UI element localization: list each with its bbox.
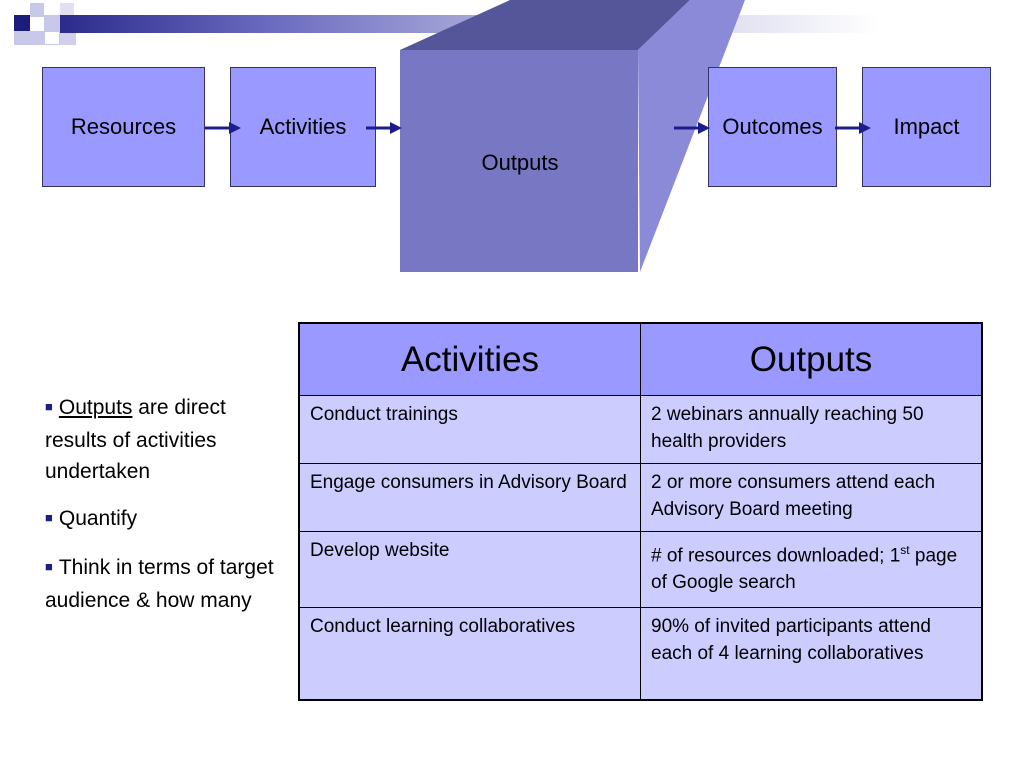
column-header-activities: Activities <box>298 322 641 396</box>
activities-box: Activities <box>230 67 376 187</box>
outputs-term: Outputs <box>58 396 133 419</box>
deco-square <box>44 31 60 45</box>
activities-outputs-table: Activities Outputs Conduct trainings 2 w… <box>298 322 983 701</box>
activity-cell: Conduct learning collaboratives <box>298 607 641 700</box>
outputs-prism <box>400 0 745 272</box>
bullet-square-icon: ■ <box>45 399 53 414</box>
output-cell: 90% of invited participants attend each … <box>640 607 983 700</box>
bullet-square-icon: ■ <box>45 510 53 525</box>
prism-front-face <box>400 50 638 272</box>
ordinal-suffix: st <box>900 543 910 557</box>
column-header-outputs: Outputs <box>640 322 983 396</box>
output-text: # of resources downloaded; 1 <box>651 545 901 567</box>
output-cell: # of resources downloaded; 1st page of G… <box>640 531 983 608</box>
bullet-item: ■ Outputs are direct results of activitie… <box>45 392 275 487</box>
deco-square <box>14 15 30 31</box>
arrow-icon <box>674 122 710 134</box>
bullet-item: ■Think in terms of target audience & how… <box>45 552 275 616</box>
prism-top-face <box>400 0 690 50</box>
output-text: page of Google search <box>651 545 958 594</box>
table-header-row: Activities Outputs <box>298 322 983 396</box>
activity-cell: Develop website <box>298 531 641 608</box>
bullet-list: ■ Outputs are direct results of activitie… <box>45 392 275 632</box>
bullet-square-icon: ■ <box>45 559 53 574</box>
table-row: Conduct learning collaboratives 90% of i… <box>298 607 983 700</box>
arrow-icon <box>366 122 402 134</box>
table-row: Develop website # of resources downloade… <box>298 531 983 608</box>
deco-square <box>30 31 44 45</box>
deco-square <box>30 3 44 17</box>
table-row: Engage consumers in Advisory Board 2 or … <box>298 463 983 532</box>
activity-cell: Engage consumers in Advisory Board <box>298 463 641 532</box>
bullet-text: Think in terms of target audience & how … <box>45 556 274 612</box>
bullet-text: are direct results of activities underta… <box>45 396 226 483</box>
arrow-icon <box>835 122 871 134</box>
outputs-stage-label: Outputs <box>481 150 559 175</box>
deco-square <box>44 15 60 31</box>
deco-square <box>60 33 76 45</box>
bullet-item: ■ Quantify <box>45 503 275 536</box>
output-cell: 2 webinars annually reaching 50 health p… <box>640 395 983 464</box>
arrow-icon <box>205 122 241 134</box>
deco-square <box>60 3 74 15</box>
activity-cell: Conduct trainings <box>298 395 641 464</box>
outcomes-box: Outcomes <box>708 67 837 187</box>
resources-box: Resources <box>42 67 205 187</box>
output-cell: 2 or more consumers attend each Advisory… <box>640 463 983 532</box>
bullet-text: Quantify <box>58 507 138 530</box>
table-row: Conduct trainings 2 webinars annually re… <box>298 395 983 464</box>
impact-box: Impact <box>862 67 991 187</box>
deco-square <box>14 31 30 45</box>
